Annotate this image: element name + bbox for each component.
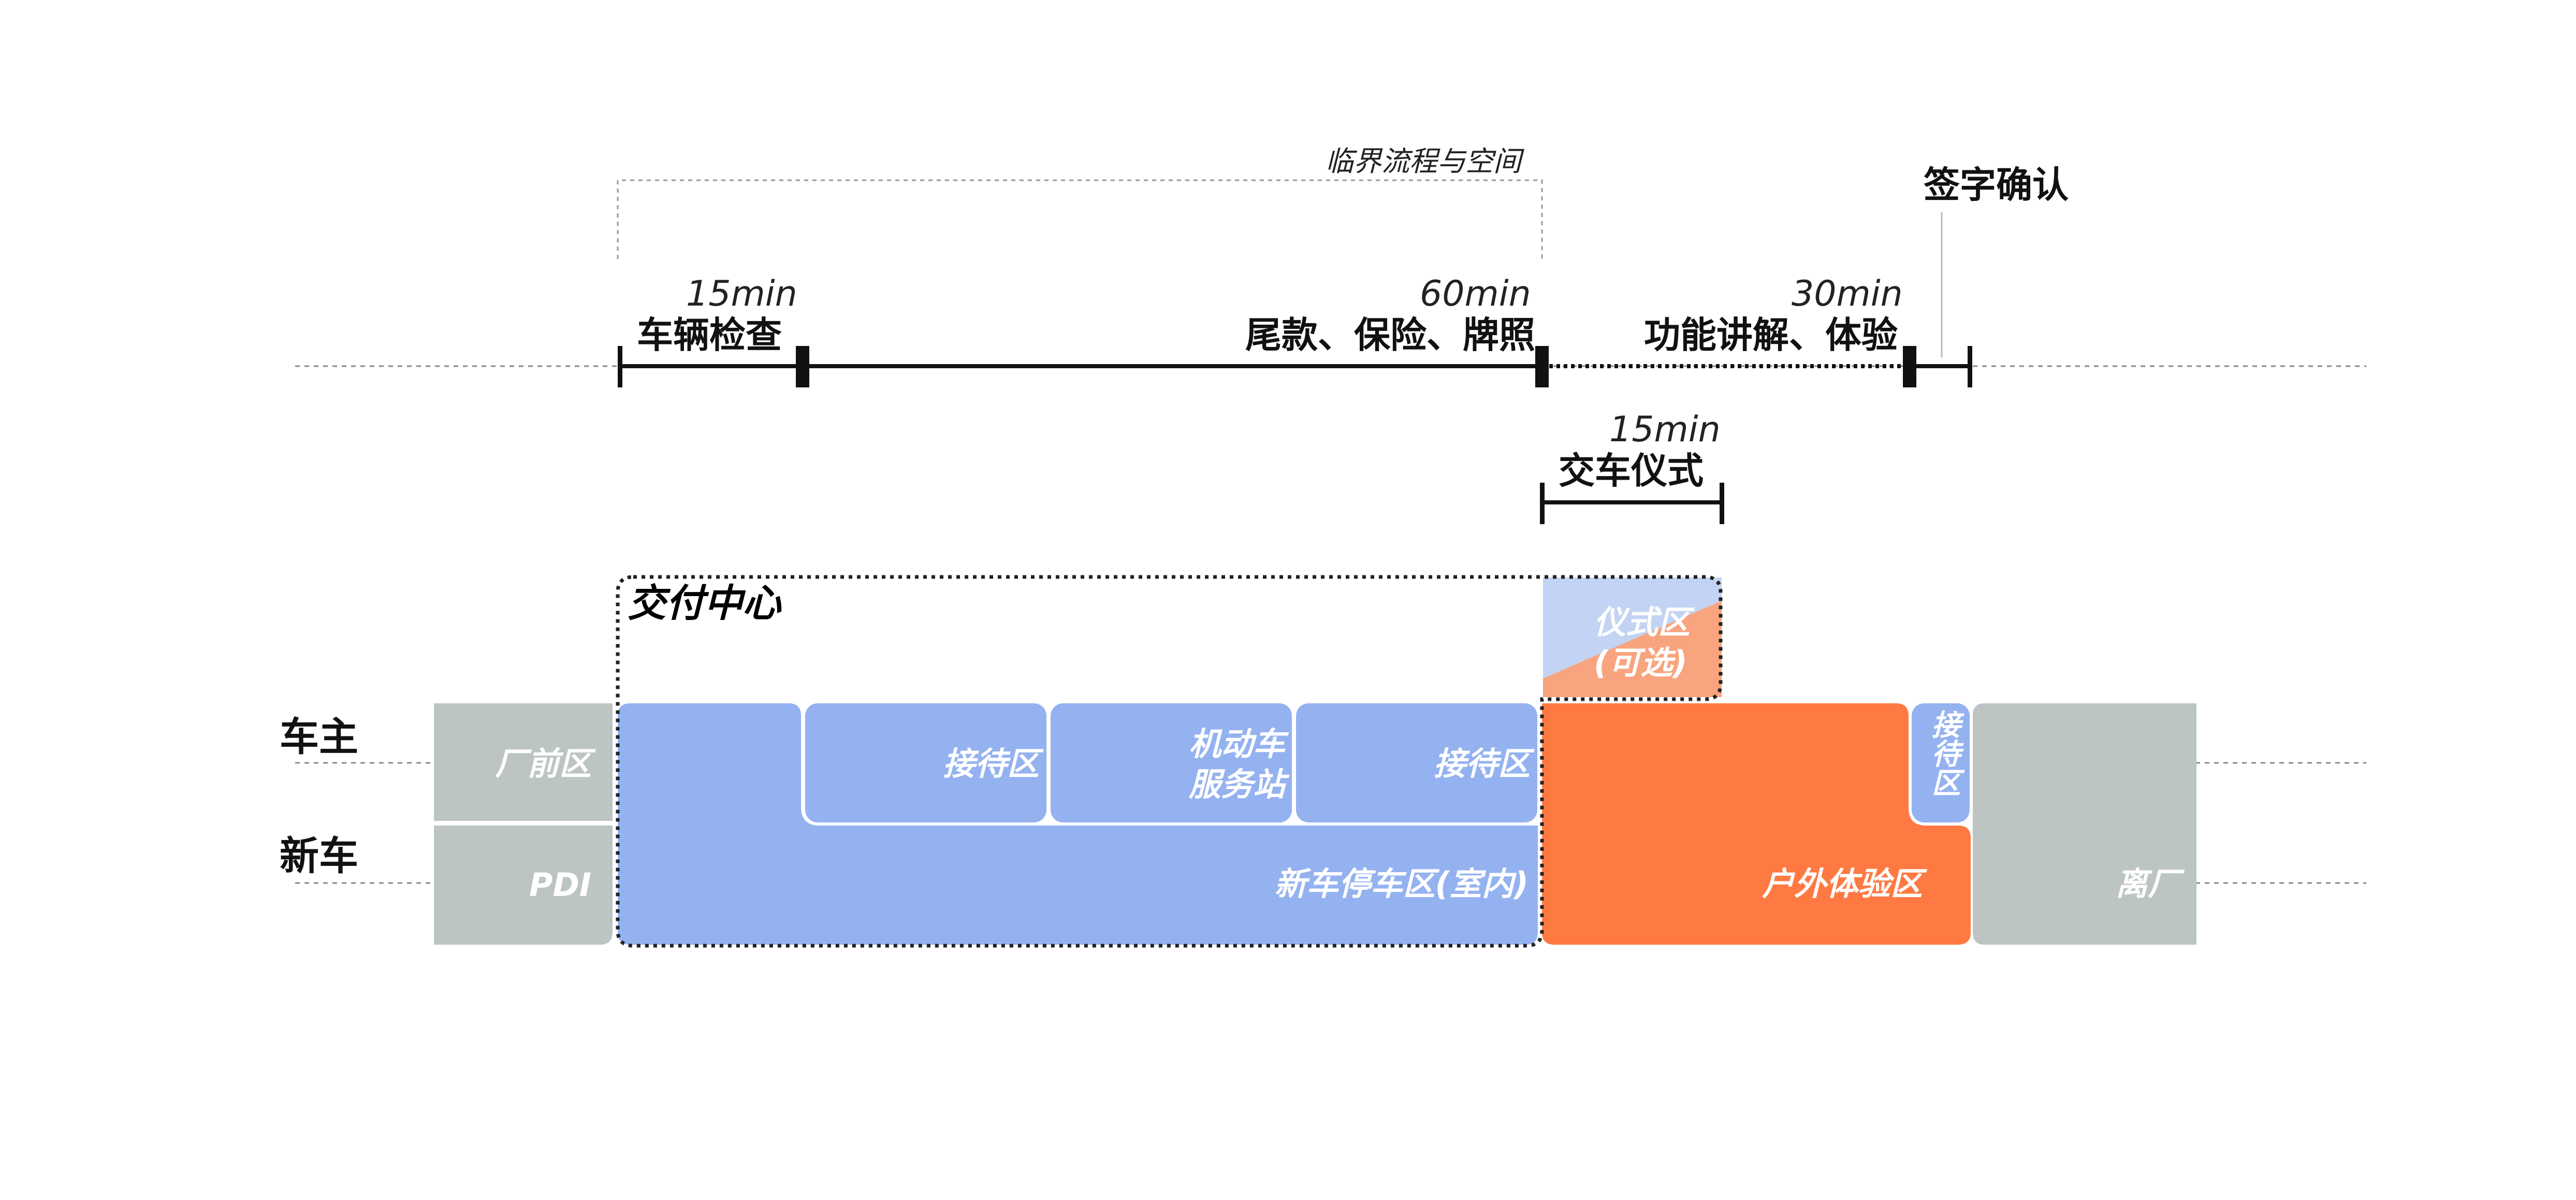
reception-3-label: 接待区 (1927, 710, 1960, 797)
exit-block (1973, 703, 2196, 945)
service-station-label-line2: 服务站 (1188, 765, 1285, 803)
service-station-block (1051, 703, 1292, 822)
ceremony-upper (1543, 577, 1722, 678)
payment-label: 尾款、保险、牌照 (1245, 314, 1535, 356)
row-label-new-car: 新车 (280, 833, 358, 879)
critical-bracket-label: 临界流程与空间 (1326, 145, 1521, 178)
front-area-label: 厂前区 (494, 745, 591, 783)
outdoor-block (1542, 703, 1971, 945)
payment-duration: 60min (1420, 273, 1531, 314)
tick-ceremony-end (1720, 483, 1724, 524)
tick-start (618, 346, 622, 387)
parking-label: 新车停车区(室内) (1274, 865, 1529, 903)
reception-3-block (1912, 703, 1970, 822)
explain-duration: 30min (1792, 273, 1903, 314)
reception-2-label: 接待区 (1433, 745, 1530, 783)
ceremony-duration: 15min (1609, 409, 1721, 450)
pdi-label: PDI (529, 866, 591, 904)
check-duration: 15min (686, 273, 797, 314)
signature-label: 签字确认 (1924, 164, 2069, 206)
ceremony-zone-label: 仪式区 (可选) (1594, 602, 1690, 683)
reception-1-label: 接待区 (942, 745, 1039, 783)
ceremony-timeline-label: 交车仪式 (1559, 450, 1704, 492)
ceremony-lower (1543, 601, 1722, 697)
reception-2-block (1296, 703, 1537, 822)
outdoor-label: 户外体验区 (1762, 865, 1923, 903)
row-label-owner: 车主 (280, 714, 358, 760)
ceremony-zone-label-line2: (可选) (1594, 643, 1687, 682)
service-station-label: 机动车 服务站 (1189, 724, 1285, 804)
tick-check-end (796, 346, 809, 387)
exit-label: 离厂 (2115, 865, 2180, 903)
ceremony-zone-label-line1: 仪式区 (1594, 603, 1691, 641)
service-station-label-line1: 机动车 (1188, 725, 1285, 763)
explain-label: 功能讲解、体验 (1644, 314, 1898, 356)
tick-sign-end (1968, 346, 1972, 387)
parking-block (618, 703, 1538, 945)
front-area-block (434, 703, 613, 821)
delivery-center-title: 交付中心 (628, 581, 781, 626)
delivery-center-outline (616, 575, 1723, 948)
tick-ceremony-start (1540, 483, 1545, 524)
pdi-block (434, 826, 613, 945)
reception-1-block (805, 703, 1046, 822)
tick-payment-end (1535, 346, 1549, 387)
check-label: 车辆检查 (637, 314, 782, 356)
critical-bracket (617, 179, 1543, 259)
tick-explain-end (1903, 346, 1916, 387)
